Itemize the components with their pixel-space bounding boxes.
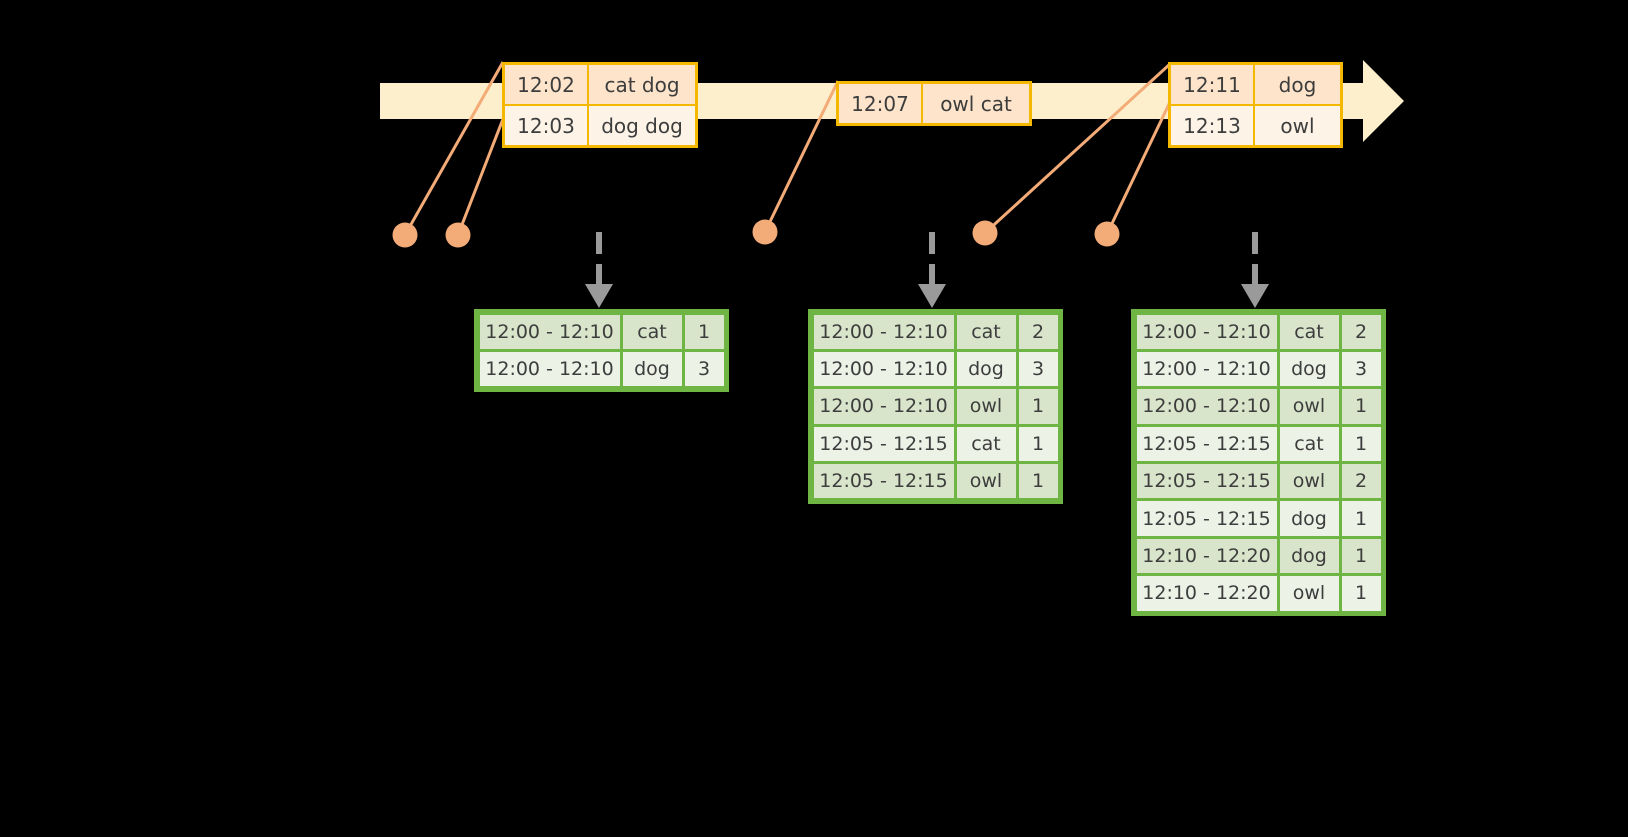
cell-window-range: 12:00 - 12:10 xyxy=(479,351,620,387)
cell-window-range: 12:10 - 12:20 xyxy=(1136,576,1277,611)
cell-window-range: 12:00 - 12:10 xyxy=(1136,314,1277,349)
cell-key: cat xyxy=(956,314,1016,349)
cell-window-range: 12:00 - 12:10 xyxy=(813,351,954,387)
cell-count: 1 xyxy=(1018,426,1058,462)
dashed-arrow-group xyxy=(585,232,1269,308)
event-words: owl cat xyxy=(923,84,1029,123)
event-timestamp: 12:11 xyxy=(1171,65,1255,104)
cell-count: 1 xyxy=(1341,501,1381,536)
event-words: dog xyxy=(1255,65,1340,104)
cell-key: owl xyxy=(1279,389,1339,424)
connector-dot-5 xyxy=(1094,221,1120,247)
cell-window-range: 12:05 - 12:15 xyxy=(1136,426,1277,462)
cell-window-range: 12:00 - 12:10 xyxy=(1136,389,1277,424)
cell-window-range: 12:05 - 12:15 xyxy=(813,426,954,462)
connector-dot-1 xyxy=(392,222,418,248)
cell-count: 3 xyxy=(1341,351,1381,387)
cell-count: 1 xyxy=(1341,389,1381,424)
event-timestamp: 12:02 xyxy=(505,65,589,104)
event-timestamp: 12:07 xyxy=(839,84,923,123)
cell-count: 3 xyxy=(1018,351,1058,387)
dashed-arrow-2-head xyxy=(918,284,946,308)
cell-key: owl xyxy=(1279,576,1339,611)
cell-key: owl xyxy=(956,464,1016,499)
connector-dot-1-line xyxy=(403,61,505,236)
dashed-arrow-3-head xyxy=(1241,284,1269,308)
cell-count: 1 xyxy=(1341,538,1381,574)
connector-dot-3-line xyxy=(763,80,840,233)
cell-count: 1 xyxy=(1018,389,1058,424)
connector-dot-2 xyxy=(445,222,471,248)
cell-window-range: 12:00 - 12:10 xyxy=(1136,351,1277,387)
cell-window-range: 12:00 - 12:10 xyxy=(479,314,620,349)
cell-window-range: 12:05 - 12:15 xyxy=(1136,464,1277,499)
cell-window-range: 12:00 - 12:10 xyxy=(813,314,954,349)
cell-window-range: 12:05 - 12:15 xyxy=(1136,501,1277,536)
cell-key: dog xyxy=(1279,351,1339,387)
cell-key: cat xyxy=(1279,426,1339,462)
cell-count: 1 xyxy=(1341,576,1381,611)
cell-window-range: 12:05 - 12:15 xyxy=(813,464,954,499)
cell-key: dog xyxy=(956,351,1016,387)
event-words: cat dog xyxy=(589,65,695,104)
cell-key: cat xyxy=(956,426,1016,462)
cell-key: dog xyxy=(1279,538,1339,574)
cell-count: 2 xyxy=(1018,314,1058,349)
connector-dots xyxy=(392,219,1120,248)
event-timestamp: 12:13 xyxy=(1171,106,1255,145)
event-timestamp: 12:03 xyxy=(505,106,589,145)
cell-window-range: 12:10 - 12:20 xyxy=(1136,538,1277,574)
cell-key: dog xyxy=(622,351,682,387)
cell-window-range: 12:00 - 12:10 xyxy=(813,389,954,424)
event-words: owl xyxy=(1255,106,1340,145)
cell-key: owl xyxy=(956,389,1016,424)
cell-count: 1 xyxy=(1341,426,1381,462)
dashed-arrow-1-head xyxy=(585,284,613,308)
cell-key: owl xyxy=(1279,464,1339,499)
connector-dot-5-line xyxy=(1105,101,1172,235)
cell-count: 1 xyxy=(1018,464,1058,499)
cell-count: 2 xyxy=(1341,314,1381,349)
connector-dot-3 xyxy=(752,219,778,245)
cell-key: cat xyxy=(1279,314,1339,349)
cell-key: cat xyxy=(622,314,682,349)
cell-count: 2 xyxy=(1341,464,1381,499)
cell-key: dog xyxy=(1279,501,1339,536)
cell-count: 3 xyxy=(684,351,724,387)
event-words: dog dog xyxy=(589,106,695,145)
cell-count: 1 xyxy=(684,314,724,349)
connector-dot-4 xyxy=(972,220,998,246)
